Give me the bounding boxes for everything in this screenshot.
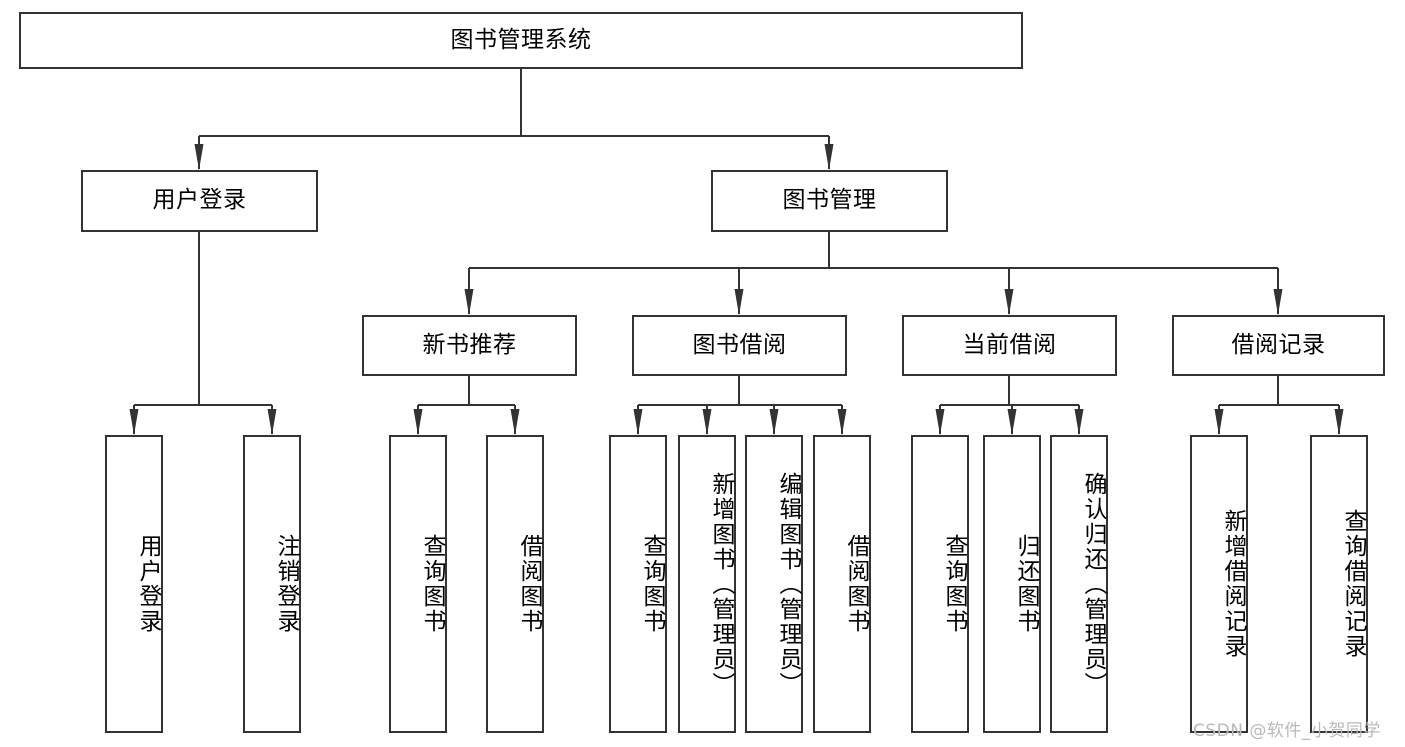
record-arrowhead-1 <box>1334 409 1344 435</box>
borrow-arrowhead-3 <box>837 409 847 435</box>
node-label: 用户登录 <box>152 187 247 214</box>
node-leaf-borrow-book-rec[interactable]: 借阅图书 <box>486 435 544 733</box>
root-arrowhead-0 <box>194 144 204 170</box>
node-leaf-query-book-current[interactable]: 查询图书 <box>911 435 969 733</box>
node-label: 借阅图书 <box>843 534 869 634</box>
root-arrowhead-1 <box>824 144 834 170</box>
node-label: 用户登录 <box>135 534 161 634</box>
current-arrowhead-2 <box>1074 409 1084 435</box>
borrow-arrowhead-1 <box>702 409 712 435</box>
node-label: 查询借阅记录 <box>1340 509 1366 659</box>
node-label: 新书推荐 <box>422 331 517 358</box>
borrow-arrowhead-2 <box>769 409 779 435</box>
record-arrowhead-0 <box>1214 409 1224 435</box>
node-label: 查询图书 <box>941 534 967 634</box>
node-title-0[interactable]: 图书管理系统 <box>19 12 1023 69</box>
node-leaf-confirm-return-admin[interactable]: 确认归还（管理员） <box>1050 435 1108 733</box>
node-label: 图书管理 <box>782 187 877 214</box>
node-leaf-logout[interactable]: 注销登录 <box>243 435 301 733</box>
node-label: 查询图书 <box>639 534 665 634</box>
current-arrowhead-1 <box>1007 409 1017 435</box>
rec-arrowhead-0 <box>413 409 423 435</box>
node-leaf-query-borrow-record[interactable]: 查询借阅记录 <box>1310 435 1368 733</box>
current-arrowhead-0 <box>935 409 945 435</box>
node-leaf-borrow-book[interactable]: 借阅图书 <box>813 435 871 733</box>
manage-arrowhead-1 <box>734 289 744 315</box>
node-new-book-recommend[interactable]: 新书推荐 <box>362 315 577 376</box>
node-label: 编辑图书（管理员） <box>775 471 801 697</box>
rec-arrowhead-1 <box>510 409 520 435</box>
node-label: 图书管理系统 <box>450 26 592 53</box>
node-leaf-return-book[interactable]: 归还图书 <box>983 435 1041 733</box>
login-arrowhead-0 <box>129 409 139 435</box>
node-book-borrow[interactable]: 图书借阅 <box>632 315 847 376</box>
node-label: 确认归还（管理员） <box>1080 471 1106 697</box>
node-label: 借阅图书 <box>516 534 542 634</box>
node-borrow-record[interactable]: 借阅记录 <box>1172 315 1385 376</box>
borrow-arrowhead-0 <box>633 409 643 435</box>
node-label: 图书借阅 <box>692 331 787 358</box>
node-label: 新增借阅记录 <box>1220 509 1246 659</box>
manage-arrowhead-3 <box>1273 289 1283 315</box>
node-book-manage[interactable]: 图书管理 <box>711 170 948 232</box>
node-leaf-add-borrow-record[interactable]: 新增借阅记录 <box>1190 435 1248 733</box>
node-leaf-edit-book-admin[interactable]: 编辑图书（管理员） <box>745 435 803 733</box>
csdn-watermark: CSDN @软件_小贺同学 <box>1193 721 1381 741</box>
node-label: 新增图书（管理员） <box>708 471 734 697</box>
manage-arrowhead-0 <box>464 289 474 315</box>
node-leaf-add-book-admin[interactable]: 新增图书（管理员） <box>678 435 736 733</box>
node-label: 归还图书 <box>1013 534 1039 634</box>
node-label: 借阅记录 <box>1231 331 1326 358</box>
node-user-login[interactable]: 用户登录 <box>81 170 318 232</box>
node-label: 查询图书 <box>419 534 445 634</box>
manage-arrowhead-2 <box>1004 289 1014 315</box>
node-leaf-query-book-rec[interactable]: 查询图书 <box>389 435 447 733</box>
login-arrowhead-1 <box>267 409 277 435</box>
node-current-borrow[interactable]: 当前借阅 <box>902 315 1117 376</box>
node-leaf-query-book-borrow[interactable]: 查询图书 <box>609 435 667 733</box>
node-leaf-user-login[interactable]: 用户登录 <box>105 435 163 733</box>
node-label: 当前借阅 <box>962 331 1057 358</box>
node-label: 注销登录 <box>273 534 299 634</box>
